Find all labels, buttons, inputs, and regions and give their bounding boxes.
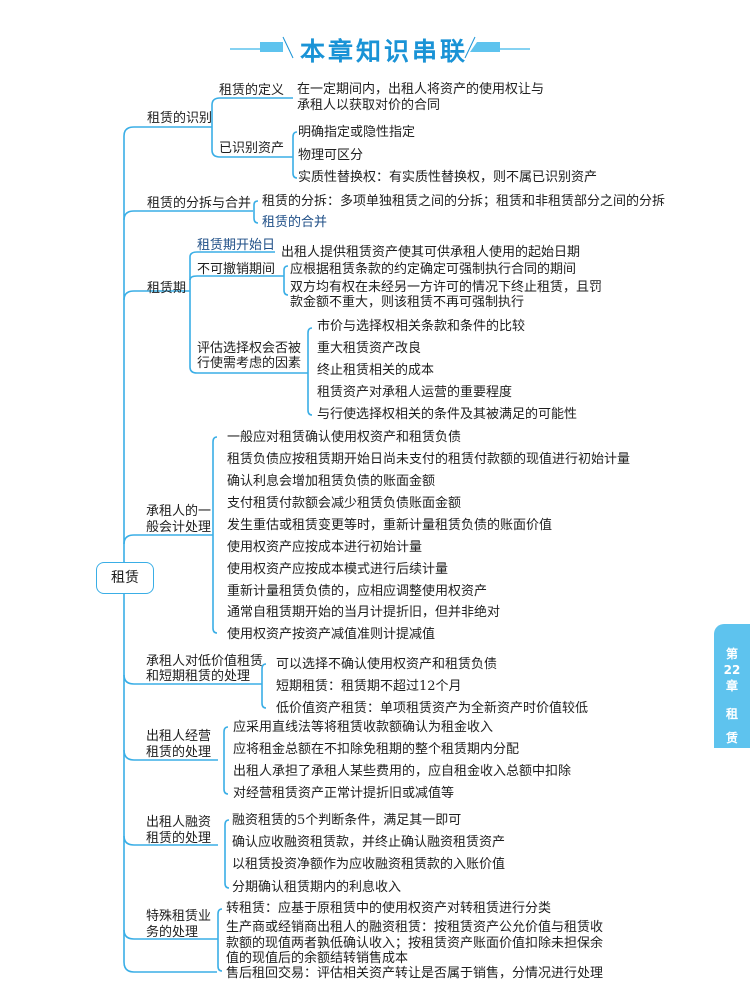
leaf-item: 重大租赁资产改良 <box>317 341 422 356</box>
leaf-item: 使用权资产按资产减值准则计提减值 <box>227 627 436 642</box>
title-decoration-icon <box>230 36 530 59</box>
branch-low-value-short-term-line1[interactable]: 承租人对低价值租赁 <box>146 654 264 669</box>
leaf-item: 以租赁投资净额作为应收融资租赁款的入账价值 <box>232 857 506 872</box>
leaf-item: 低价值资产租赁：单项租赁资产为全新资产时价值较低 <box>276 701 589 716</box>
node-option-factors-line2[interactable]: 行使需考虑的因素 <box>197 356 302 371</box>
leaf-item: 出租人提供租赁资产使其可供承租人使用的起始日期 <box>281 245 581 260</box>
leaf-item: 重新计量租赁负债的，应相应调整使用权资产 <box>227 584 488 599</box>
root-label: 租赁 <box>111 570 139 586</box>
branch-lessor-finance-line2[interactable]: 租赁的处理 <box>146 831 212 846</box>
leaf-item: 应采用直线法等将租赁收款额确认为租金收入 <box>233 720 494 735</box>
leaf-item: 确认利息会增加租赁负债的账面金额 <box>227 474 436 489</box>
node-option-factors-line1[interactable]: 评估选择权会否被 <box>197 341 302 356</box>
leaf-item: 款金额不重大，则该租赁不再可强制执行 <box>290 295 525 310</box>
page-title: 本章知识串联 <box>300 37 469 66</box>
leaf-item: 终止租赁相关的成本 <box>317 363 435 378</box>
tab-line: 租 <box>725 707 738 721</box>
branch-lessee-accounting-line2[interactable]: 般会计处理 <box>146 520 212 535</box>
branch-lease-term[interactable]: 租赁期 <box>147 281 187 296</box>
leaf-item: 款额的现值两者孰低确认收入；按租赁资产账面价值扣除未担保余 <box>226 936 604 951</box>
leaf-item: 租赁的分拆：多项单独租赁之间的分拆；租赁和非租赁部分之间的分拆 <box>262 194 666 209</box>
leaf-item: 明确指定或隐性指定 <box>298 125 416 140</box>
leaf-item: 实质性替换权：有实质性替换权，则不属已识别资产 <box>298 170 598 185</box>
node-commencement-date[interactable]: 租赁期开始日 <box>197 238 276 253</box>
tab-line: 章 <box>725 679 738 693</box>
leaf-item: 应根据租赁条款的约定确定可强制执行合同的期间 <box>290 262 577 277</box>
node-lease-definition[interactable]: 租赁的定义 <box>219 83 285 98</box>
leaf-item: 承租人以获取对价的合同 <box>297 98 441 113</box>
node-identified-asset[interactable]: 已识别资产 <box>219 141 285 156</box>
leaf-item: 一般应对租赁确认使用权资产和租赁负债 <box>227 430 462 445</box>
leaf-item: 生产商或经销商出租人的融资租赁：按租赁资产公允价值与租赁收 <box>226 920 604 935</box>
chapter-header: 本章知识串联 <box>215 28 535 68</box>
leaf-item: 支付租赁付款额会减少租赁负债账面金额 <box>227 496 462 511</box>
leaf-item: 短期租赁：租赁期不超过12个月 <box>276 679 462 694</box>
leaf-item: 确认应收融资租赁款，并终止确认融资租赁资产 <box>232 835 506 850</box>
leaf-item: 在一定期间内，出租人将资产的使用权让与 <box>297 82 545 97</box>
leaf-item: 物理可区分 <box>298 148 364 163</box>
tab-line: 赁 <box>725 731 738 745</box>
leaf-item: 融资租赁的5个判断条件，满足其一即可 <box>232 813 462 828</box>
leaf-item: 双方均有权在未经另一方许可的情况下终止租赁，且罚 <box>290 280 603 295</box>
branch-lessee-accounting-line1[interactable]: 承租人的一 <box>146 504 212 519</box>
root-node[interactable]: 租赁 <box>96 562 154 594</box>
leaf-item: 市价与选择权相关条款和条件的比较 <box>317 319 526 334</box>
branch-lessor-finance-line1[interactable]: 出租人融资 <box>146 815 212 830</box>
leaf-item: 售后租回交易：评估相关资产转让是否属于销售，分情况进行处理 <box>226 966 604 981</box>
leaf-item: 分期确认租赁期内的利息收入 <box>232 880 402 895</box>
leaf-item: 使用权资产应按成本进行初始计量 <box>227 540 423 555</box>
leaf-item: 租赁负债应按租赁期开始日尚未支付的租赁付款额的现值进行初始计量 <box>227 452 631 467</box>
branch-lessor-operating-line1[interactable]: 出租人经营 <box>146 729 212 744</box>
leaf-item: 应将租金总额在不扣除免租期的整个租赁期内分配 <box>233 742 520 757</box>
leaf-item: 可以选择不确认使用权资产和租赁负债 <box>276 657 498 672</box>
tab-line: 22 <box>723 663 741 677</box>
node-non-cancellable-period[interactable]: 不可撤销期间 <box>197 262 276 277</box>
leaf-item: 值的现值后的余额结转销售成本 <box>226 951 409 966</box>
branch-split-merge[interactable]: 租赁的分拆与合并 <box>147 196 252 211</box>
branch-low-value-short-term-line2[interactable]: 和短期租赁的处理 <box>146 669 251 684</box>
leaf-item: 使用权资产应按成本模式进行后续计量 <box>227 562 449 577</box>
leaf-item: 租赁的合并 <box>262 215 328 230</box>
branch-special-leases-line2[interactable]: 务的处理 <box>146 925 199 940</box>
branch-lessor-operating-line2[interactable]: 租赁的处理 <box>146 745 212 760</box>
leaf-item: 转租赁：应基于原租赁中的使用权资产对转租赁进行分类 <box>226 901 552 916</box>
leaf-item: 发生重估或租赁变更等时，重新计量租赁负债的账面价值 <box>227 518 553 533</box>
leaf-item: 对经营租赁资产正常计提折旧或减值等 <box>233 786 455 801</box>
leaf-item: 通常自租赁期开始的当月计提折旧，但并非绝对 <box>227 605 501 620</box>
chapter-tab[interactable]: 第 22 章 租 赁 <box>714 624 750 748</box>
tab-line: 第 <box>725 647 738 661</box>
branch-special-leases-line1[interactable]: 特殊租赁业 <box>146 909 212 924</box>
branch-lease-identification[interactable]: 租赁的识别 <box>147 111 213 126</box>
leaf-item: 出租人承担了承租人某些费用的，应自租金收入总额中扣除 <box>233 764 572 779</box>
leaf-item: 与行使选择权相关的条件及其被满足的可能性 <box>317 407 578 422</box>
leaf-item: 租赁资产对承租人运营的重要程度 <box>317 385 513 400</box>
